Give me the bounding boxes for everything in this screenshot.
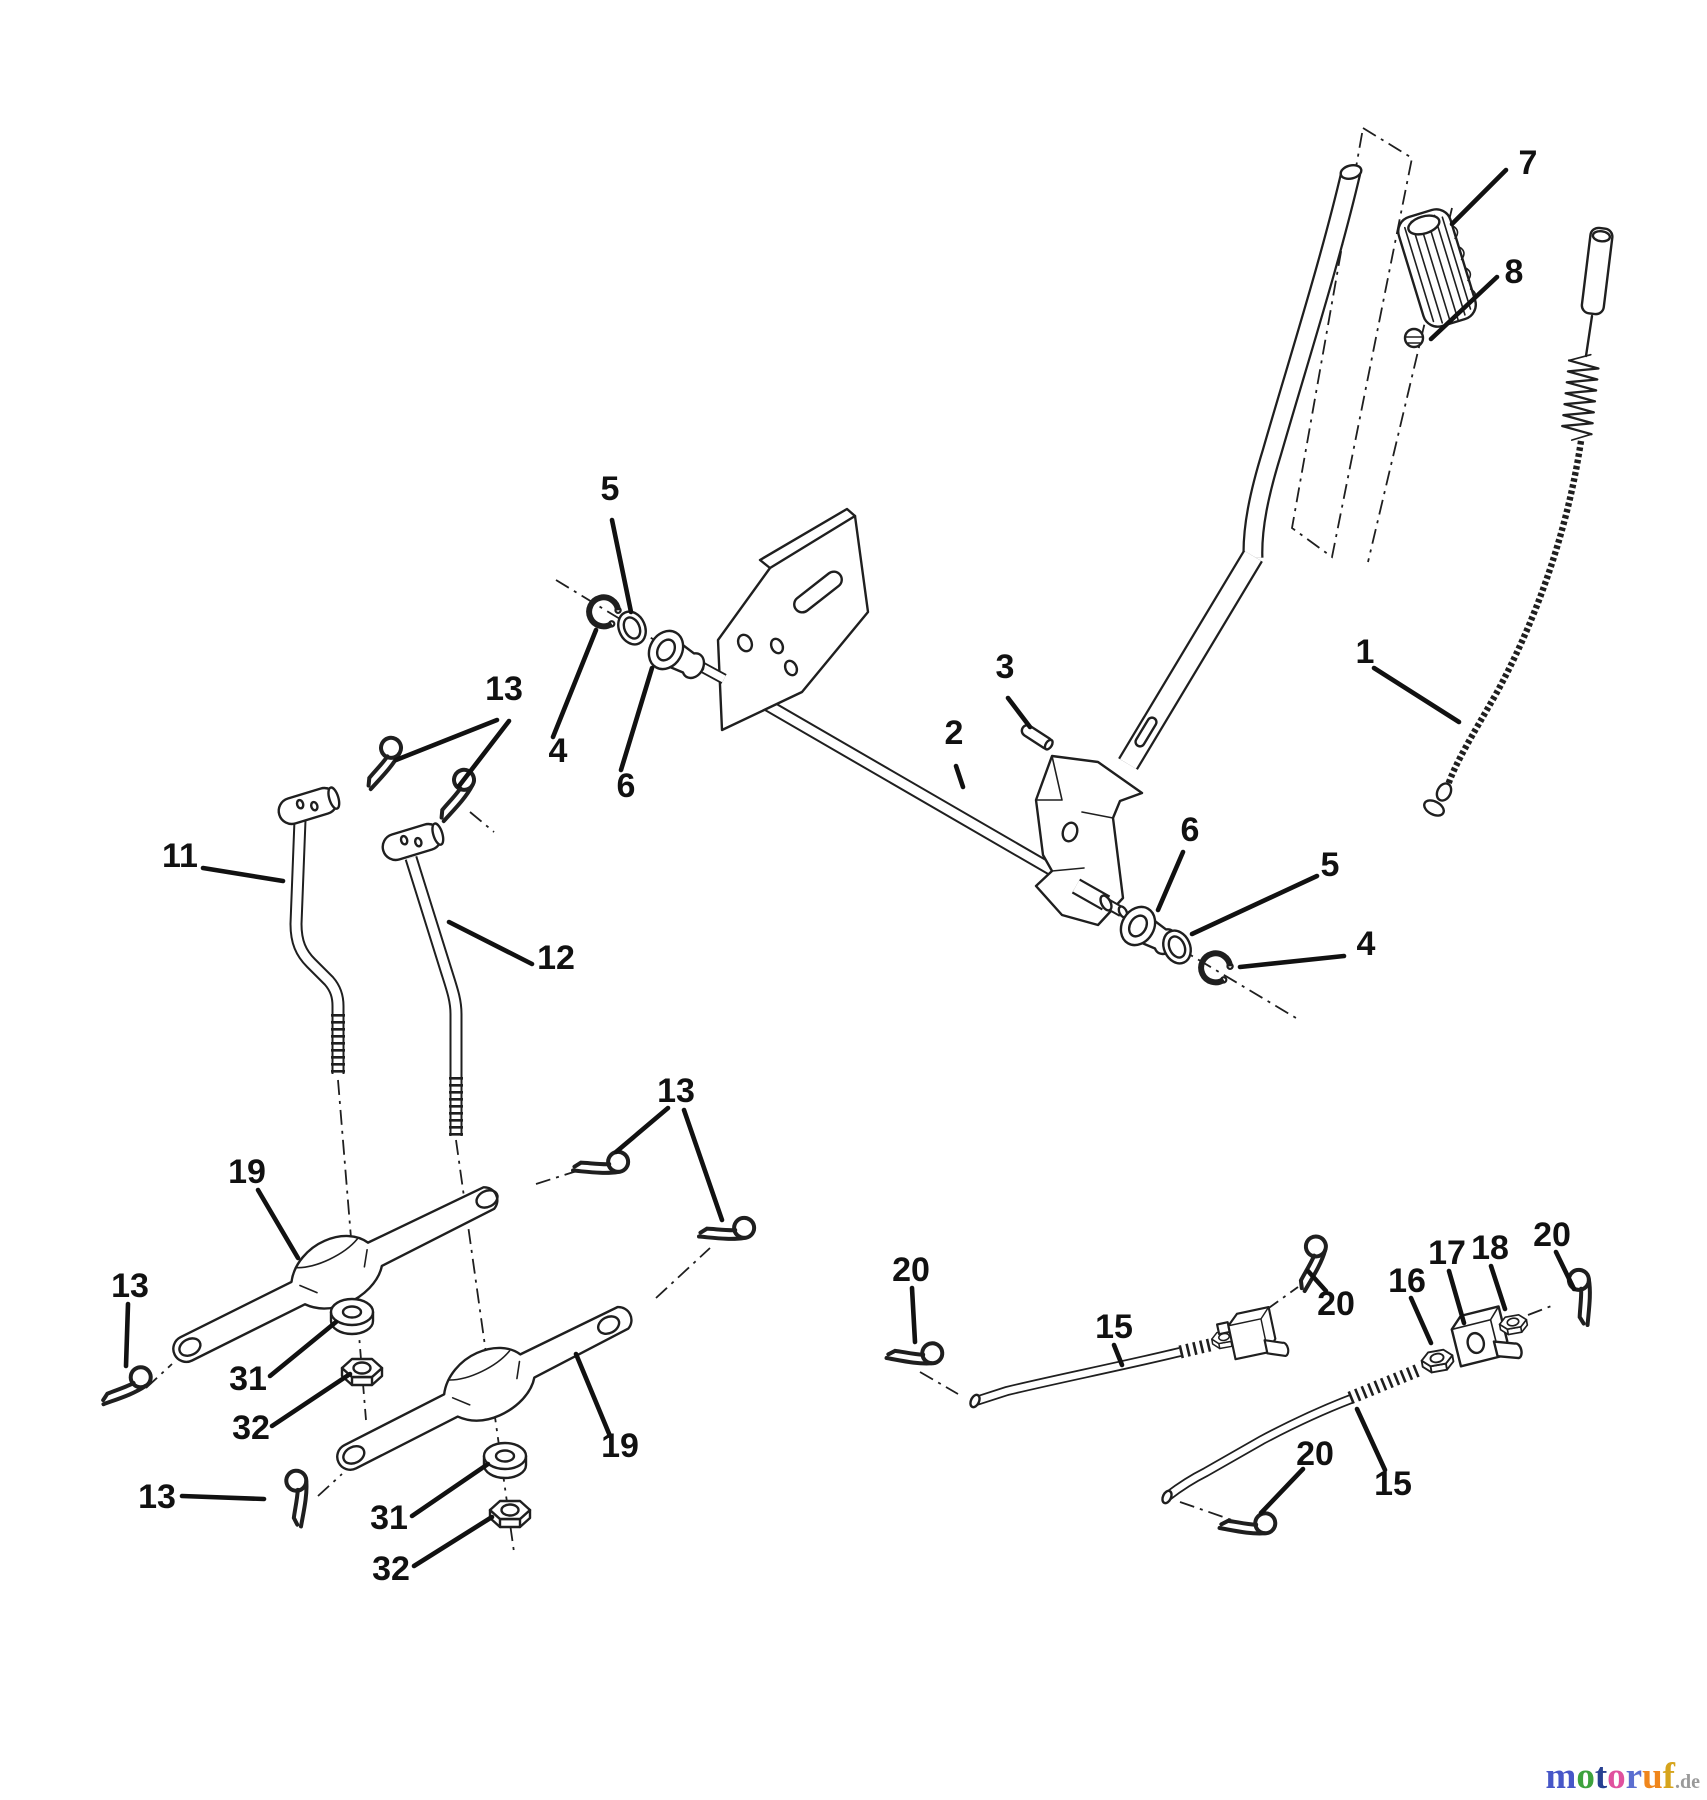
callout-7: 7 <box>1519 144 1538 182</box>
lift-arm-lower <box>336 1305 633 1471</box>
callout-17: 17 <box>1428 1234 1466 1272</box>
retainer-clip-right <box>1196 949 1235 988</box>
callout-6-right: 6 <box>1181 811 1200 849</box>
callout-20-a: 20 <box>892 1251 930 1289</box>
spacer-lower <box>482 1441 528 1480</box>
grip-pushnut <box>1403 327 1425 349</box>
lever-grip <box>1397 208 1477 328</box>
callout-3: 3 <box>996 648 1015 686</box>
logo-suffix: .de <box>1675 1771 1700 1793</box>
logo-letter: o <box>1576 1756 1595 1797</box>
lift-lever <box>1118 164 1363 770</box>
callout-1: 1 <box>1356 633 1375 671</box>
shaft-stub-right <box>1071 878 1129 919</box>
logo-letter: f <box>1663 1756 1676 1797</box>
lift-rod-rear <box>1161 1362 1424 1505</box>
callout-13-left: 13 <box>111 1267 149 1305</box>
motoruf-logo[interactable]: motoruf.de <box>1546 1756 1701 1797</box>
locknut-lower <box>488 1499 532 1529</box>
hairpin-clip <box>427 765 486 824</box>
callout-19-lower: 19 <box>601 1427 639 1465</box>
callout-32-upper: 32 <box>232 1409 270 1447</box>
callout-12: 12 <box>537 939 575 977</box>
callout-4-right: 4 <box>1357 925 1376 963</box>
callout-18: 18 <box>1471 1229 1509 1267</box>
callout-20-c: 20 <box>1533 1216 1571 1254</box>
flange-bushing-left <box>640 623 713 690</box>
callout-leaders <box>123 167 1577 1569</box>
callout-13-mid: 13 <box>657 1072 695 1110</box>
callout-8: 8 <box>1505 253 1524 291</box>
lift-shaft <box>753 693 1070 884</box>
lever-bracket <box>1034 754 1144 927</box>
callout-20-b: 20 <box>1317 1285 1355 1323</box>
hairpin-clip <box>1549 1263 1614 1328</box>
cable-spring <box>1561 353 1600 441</box>
lift-arm-upper <box>172 1186 499 1364</box>
hairpin-clip <box>100 1359 155 1414</box>
callout-5-left: 5 <box>601 470 620 508</box>
callout-2: 2 <box>945 714 964 752</box>
spacer-upper <box>329 1297 375 1336</box>
locknut-upper <box>340 1357 384 1387</box>
logo-letter: u <box>1642 1756 1663 1797</box>
logo-letter: r <box>1626 1756 1642 1797</box>
callout-20-d: 20 <box>1296 1435 1334 1473</box>
logo-letter: o <box>1607 1756 1626 1797</box>
trunnion-front <box>1216 1306 1290 1361</box>
hairpin-clip <box>1280 1230 1344 1294</box>
callout-32-lower: 32 <box>372 1550 410 1588</box>
logo-letter: m <box>1546 1756 1577 1797</box>
logo-letter: t <box>1595 1756 1608 1797</box>
callout-15-front: 15 <box>1095 1308 1133 1346</box>
lift-link-left <box>274 783 345 1074</box>
lever-slot <box>1134 716 1158 748</box>
callout-15-rear: 15 <box>1374 1465 1412 1503</box>
hairpin-clip <box>265 1464 330 1530</box>
callout-6-left: 6 <box>617 767 636 805</box>
callout-31-lower: 31 <box>370 1499 408 1537</box>
callout-4-left: 4 <box>549 732 568 770</box>
callout-labels: 7 8 1 5 13 4 6 3 2 11 12 6 5 4 13 19 13 … <box>111 144 1571 1588</box>
hairpin-clip <box>354 733 413 792</box>
jam-nut <box>1419 1347 1456 1375</box>
callout-13-bottom: 13 <box>138 1478 176 1516</box>
lift-rod-front <box>969 1337 1216 1409</box>
center-lines <box>145 126 1555 1553</box>
lift-link-right <box>378 819 463 1136</box>
callout-13-top: 13 <box>485 670 523 708</box>
callout-19-upper: 19 <box>228 1153 266 1191</box>
lift-cable <box>1423 226 1614 817</box>
callout-5-right: 5 <box>1321 846 1340 884</box>
roll-pin <box>1020 724 1054 751</box>
callout-11: 11 <box>162 837 198 875</box>
mounting-plate <box>716 507 870 732</box>
callout-31-upper: 31 <box>229 1360 267 1398</box>
callout-16: 16 <box>1388 1262 1426 1300</box>
